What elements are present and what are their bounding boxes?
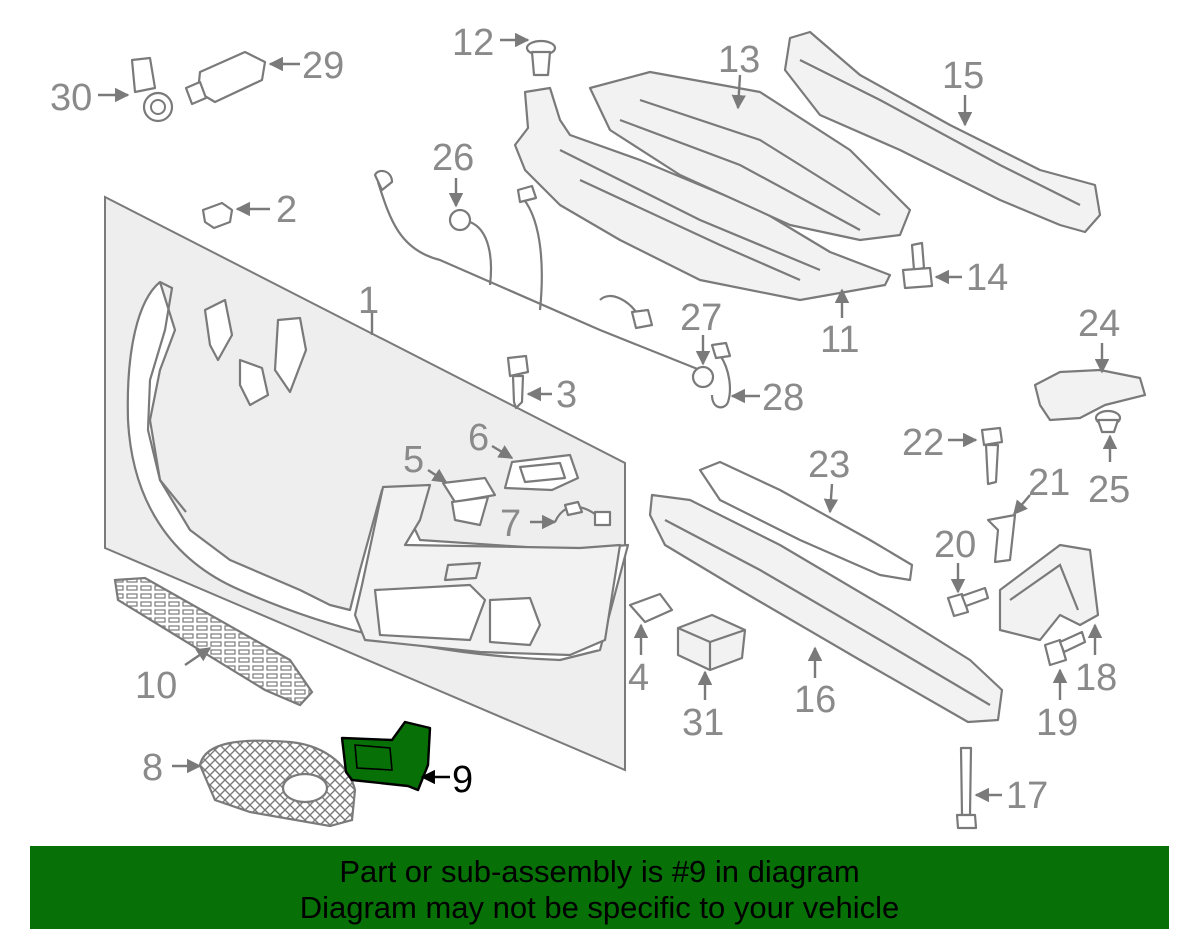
callout-19: 19 xyxy=(1036,702,1078,744)
callout-14: 14 xyxy=(966,257,1008,299)
callout-22: 22 xyxy=(902,422,944,464)
callout-12: 12 xyxy=(452,22,494,64)
part-25-grommet xyxy=(1094,409,1122,462)
part-6-cover xyxy=(491,444,580,492)
part-24-mount-bracket xyxy=(1033,343,1147,422)
callout-17: 17 xyxy=(1006,775,1048,817)
part-17-long-bolt xyxy=(955,746,1002,830)
callout-18: 18 xyxy=(1075,657,1117,699)
callout-27: 27 xyxy=(680,297,722,339)
callout-6: 6 xyxy=(468,417,489,459)
callout-15: 15 xyxy=(942,55,984,97)
part-22-bolt xyxy=(948,426,1004,486)
part-9-bracket-highlighted xyxy=(340,720,450,792)
part-3-screw xyxy=(506,354,552,410)
part-11-air-guide xyxy=(513,86,892,318)
part-14-bolt xyxy=(901,241,962,290)
callout-9: 9 xyxy=(452,759,473,801)
part-20-bolt xyxy=(946,563,990,618)
callout-4: 4 xyxy=(628,657,649,699)
part-13-undertray xyxy=(588,70,912,242)
part-1-bumper-cover xyxy=(104,195,630,772)
part-18-bracket xyxy=(998,543,1103,655)
callout-29: 29 xyxy=(302,45,344,87)
part-21-bracket-clip xyxy=(986,494,1031,564)
callout-11: 11 xyxy=(820,319,859,361)
callout-13: 13 xyxy=(718,39,760,81)
part-16-impact-bar xyxy=(648,493,1004,724)
part-31-module xyxy=(676,613,747,700)
banner-line-2: Diagram may not be specific to your vehi… xyxy=(299,890,900,925)
callout-1: 1 xyxy=(358,280,379,322)
part-10-lower-grille xyxy=(113,576,314,707)
banner-line-1: Part or sub-assembly is #9 in diagram xyxy=(339,854,860,889)
part-12-push-clip xyxy=(500,32,557,77)
part-7-harness xyxy=(530,500,612,530)
callout-8: 8 xyxy=(142,747,163,789)
callout-24: 24 xyxy=(1078,303,1120,345)
part-8-fog-grille xyxy=(172,739,357,828)
callout-2: 2 xyxy=(276,189,297,231)
part-27-sensor xyxy=(691,335,715,389)
part-26-sensor xyxy=(373,169,701,372)
callout-20: 20 xyxy=(934,524,976,566)
callout-30: 30 xyxy=(50,77,92,119)
callout-25: 25 xyxy=(1088,469,1130,511)
callout-10: 10 xyxy=(135,665,177,707)
part-19-bolt xyxy=(1043,630,1087,700)
part-28-harness xyxy=(710,341,760,409)
callout-31: 31 xyxy=(682,702,724,744)
part-2-clip xyxy=(201,201,270,230)
callout-28: 28 xyxy=(762,377,804,419)
part-15-absorber xyxy=(783,30,1102,234)
part-5-cover xyxy=(427,468,497,527)
info-banner: Part or sub-assembly is #9 in diagram Di… xyxy=(30,846,1169,929)
callout-16: 16 xyxy=(794,679,836,721)
part-23-strip xyxy=(698,460,914,582)
callout-3: 3 xyxy=(556,374,577,416)
callout-7: 7 xyxy=(500,503,521,545)
callout-26: 26 xyxy=(432,137,474,179)
part-4-clip-nut xyxy=(628,592,674,655)
callout-23: 23 xyxy=(808,444,850,486)
part-30-holder xyxy=(98,56,174,123)
callout-5: 5 xyxy=(403,439,424,481)
callout-21: 21 xyxy=(1028,462,1070,504)
part-29-connector xyxy=(184,50,300,106)
